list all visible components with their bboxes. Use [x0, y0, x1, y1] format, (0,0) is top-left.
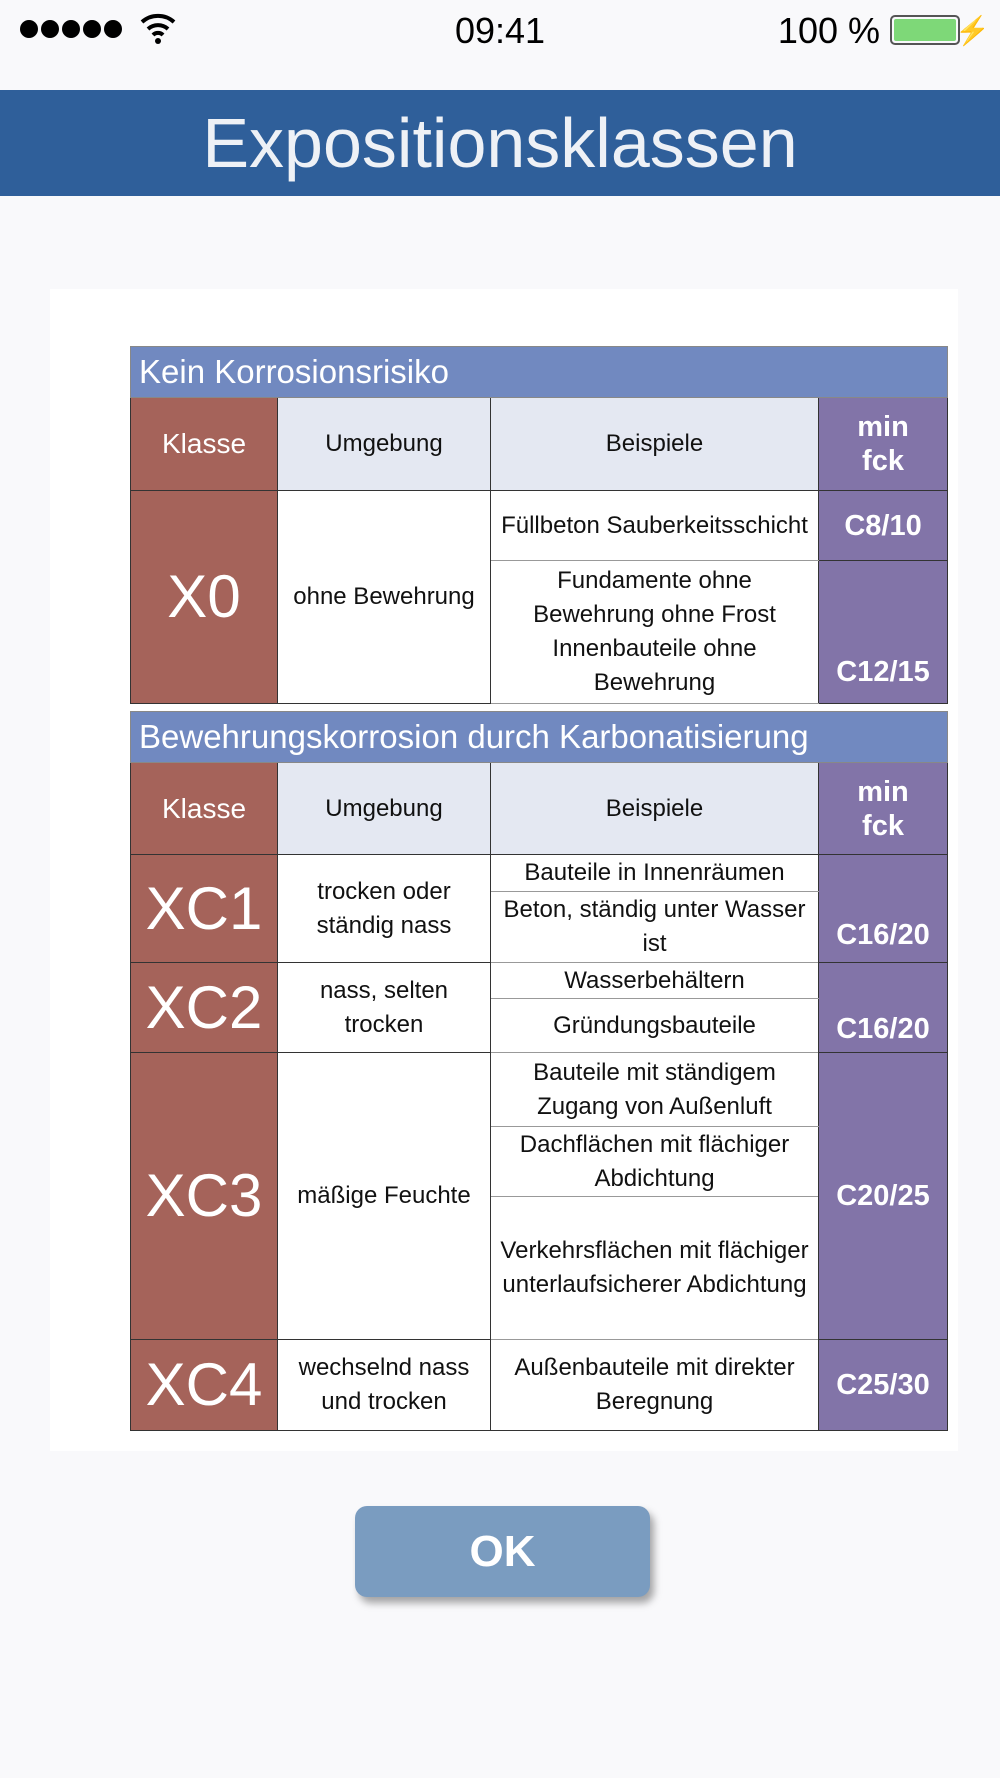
beispiel: Beton, ständig unter Wasser ist: [490, 891, 819, 963]
umgebung-xc3: mäßige Feuchte: [277, 1052, 491, 1340]
header-fck: fck: [862, 809, 904, 842]
battery-percent: 100 %: [777, 10, 880, 51]
beispiel: Füllbeton Sauberkeitsschicht: [490, 490, 819, 561]
signal-icon: [20, 20, 122, 38]
umgebung-x0: ohne Bewehrung: [277, 490, 491, 704]
umgebung-xc4: wechselnd nass und trocken: [277, 1339, 491, 1431]
section-title: Bewehrungskorrosion durch Karbonatisieru…: [130, 711, 948, 763]
beispiel: Außenbauteile mit direkter Beregnung: [490, 1339, 819, 1431]
header-klasse: Klasse: [130, 397, 278, 491]
table-no-corrosion: Kein Korrosionsrisiko Klasse Umgebung Be…: [129, 346, 949, 704]
umgebung-xc2: nass, selten trocken: [277, 962, 491, 1053]
beispiel: Wasserbehältern: [490, 962, 819, 999]
beispiel: Bauteile mit ständigem Zugang von Außenl…: [490, 1052, 819, 1127]
wifi-icon: [140, 13, 176, 44]
header-beispiele: Beispiele: [490, 397, 819, 491]
beispiel: Verkehrsflächen mit flächiger unterlaufs…: [490, 1196, 819, 1340]
class-xc1: XC1: [130, 854, 278, 963]
table-carbonation: Bewehrungskorrosion durch Karbonatisieru…: [130, 711, 948, 1431]
beispiel: Dachflächen mit flächiger Abdichtung: [490, 1126, 819, 1197]
class-xc4: XC4: [130, 1339, 278, 1431]
fck-value: C20/25: [818, 1052, 948, 1340]
umgebung-xc1: trocken oder ständig nass: [277, 854, 491, 963]
fck-value: C16/20: [818, 962, 948, 1053]
clock: 09:41: [454, 10, 546, 51]
ok-button[interactable]: OK: [355, 1506, 650, 1597]
header-beispiele: Beispiele: [490, 762, 819, 855]
status-bar: 09:41 100 % ⚡: [0, 0, 1000, 60]
section-title: Kein Korrosionsrisiko: [129, 346, 949, 398]
header-umgebung: Umgebung: [277, 397, 491, 491]
header-min: min: [857, 775, 909, 808]
exposure-class-card: Kein Korrosionsrisiko Klasse Umgebung Be…: [50, 289, 958, 1451]
fck-value: C12/15: [817, 560, 949, 704]
fck-value: C25/30: [818, 1339, 948, 1431]
battery-icon: [890, 15, 960, 45]
class-xc2: XC2: [130, 962, 278, 1053]
beispiel: Fundamente ohne Bewehrung ohne Frost Inn…: [490, 560, 819, 704]
beispiel: Gründungsbauteile: [490, 998, 819, 1053]
header-fck: fck: [862, 445, 904, 477]
class-xc3: XC3: [130, 1052, 278, 1340]
class-x0: X0: [130, 490, 278, 704]
header-klasse: Klasse: [130, 762, 278, 855]
header-umgebung: Umgebung: [277, 762, 491, 855]
fck-value: C8/10: [817, 490, 949, 561]
page-title: Expositionsklassen: [0, 90, 1000, 196]
charging-icon: ⚡: [955, 15, 990, 46]
beispiel: Bauteile in Innenräumen: [490, 854, 819, 892]
fck-value: C16/20: [818, 854, 948, 963]
header-min: min: [857, 411, 909, 443]
